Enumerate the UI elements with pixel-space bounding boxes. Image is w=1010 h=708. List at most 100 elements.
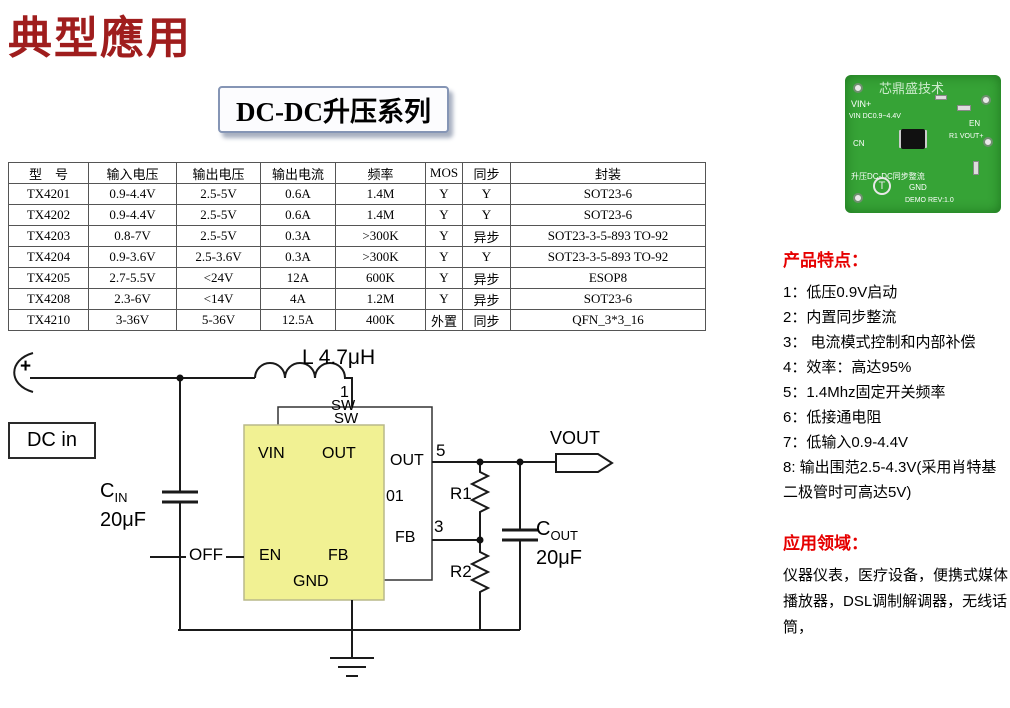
vin-pin-label: VIN bbox=[258, 445, 285, 462]
table-cell: 0.6A bbox=[260, 183, 336, 205]
table-cell: TX4204 bbox=[8, 246, 89, 268]
vout-connector-symbol bbox=[555, 453, 614, 473]
gnd-pin-label: GND bbox=[293, 573, 329, 590]
table-cell: 异步 bbox=[462, 267, 511, 289]
table-cell: 2.5-5V bbox=[176, 225, 261, 247]
pcb-demo-rev-text: DEMO REV:1.0 bbox=[905, 197, 954, 204]
cout-capacitor-symbol bbox=[502, 528, 538, 542]
fb-pin-label-inner: FB bbox=[328, 547, 349, 564]
pin5-number: 5 bbox=[436, 441, 446, 460]
sw-pin-label-outer: SW bbox=[331, 397, 356, 414]
table-cell: Y bbox=[425, 267, 463, 289]
table-cell: TX4202 bbox=[8, 204, 89, 226]
table-cell: TX4205 bbox=[8, 267, 89, 289]
table-cell: 600K bbox=[335, 267, 426, 289]
table-cell: Y bbox=[462, 204, 511, 226]
pcb-vin-range-text: VIN DC0.9~4.4V bbox=[849, 113, 901, 120]
table-cell: 5-36V bbox=[176, 309, 261, 331]
table-cell: 2.7-5.5V bbox=[88, 267, 177, 289]
pcb-ic-chip bbox=[901, 129, 925, 149]
junction-dot bbox=[476, 536, 484, 544]
table-cell: Y bbox=[425, 204, 463, 226]
table-cell: 0.6A bbox=[260, 204, 336, 226]
table-cell: 0.3A bbox=[260, 225, 336, 247]
feature-item: 4：效率：高达95% bbox=[783, 359, 912, 376]
page-title: 典型應用 bbox=[8, 14, 192, 63]
table-cell: ESOP8 bbox=[510, 267, 706, 289]
table-cell: Y bbox=[462, 246, 511, 268]
table-cell: QFN_3*3_16 bbox=[510, 309, 706, 331]
pcb-cn-text: CN bbox=[853, 139, 865, 148]
feature-item: 7：低输入0.9-4.4V bbox=[783, 434, 909, 451]
table-cell: 0.9-4.4V bbox=[88, 204, 177, 226]
table-cell: 2.3-6V bbox=[88, 288, 177, 310]
table-cell: <14V bbox=[176, 288, 261, 310]
table-cell: SOT23-6 bbox=[510, 288, 706, 310]
table-cell: 0.3A bbox=[260, 246, 336, 268]
chip-body-box bbox=[243, 424, 385, 601]
cout-value: 20μF bbox=[536, 547, 582, 569]
cout-label: COUT 20μF bbox=[536, 518, 582, 569]
junction-dot bbox=[516, 458, 524, 466]
table-cell: <24V bbox=[176, 267, 261, 289]
feature-item: 8: 输出围范2.5-4.3V(采用肖特基二极管时可高达5V) bbox=[783, 459, 997, 501]
column-header: 型 号 bbox=[8, 162, 89, 184]
table-cell: >300K bbox=[335, 225, 426, 247]
pcb-board-label-text: 升压DC-DC同步整流 bbox=[851, 172, 925, 181]
table-cell: 异步 bbox=[462, 288, 511, 310]
pcb-gnd-text: GND bbox=[909, 183, 927, 192]
cin-subscript: IN bbox=[114, 490, 128, 505]
applications-title: 应用领域： bbox=[783, 534, 868, 553]
cin-symbol: C bbox=[100, 480, 115, 502]
table-cell: 1.4M bbox=[335, 183, 426, 205]
column-header: 输出电压 bbox=[176, 162, 261, 184]
junction-dot bbox=[176, 374, 184, 382]
table-cell: 3-36V bbox=[88, 309, 177, 331]
ground-symbol bbox=[330, 657, 374, 677]
en-pin-label: EN bbox=[259, 547, 282, 564]
table-cell: 12A bbox=[260, 267, 336, 289]
feature-item: 3： 电流模式控制和内部补偿 bbox=[783, 334, 976, 351]
fb-pin-label: FB bbox=[395, 529, 416, 546]
pcb-r1-vout-text: R1 VOUT+ bbox=[949, 133, 984, 140]
cout-subscript: OUT bbox=[550, 528, 578, 543]
pin1-number: 1 bbox=[340, 384, 349, 401]
column-header: 同步 bbox=[462, 162, 511, 184]
input-connector-symbol bbox=[13, 352, 34, 393]
table-cell: SOT23-3-5-893 TO-92 bbox=[510, 246, 706, 268]
r2-label: R2 bbox=[450, 562, 472, 581]
table-cell: 2.5-3.6V bbox=[176, 246, 261, 268]
pcb-resistor bbox=[973, 161, 979, 175]
table-cell: Y bbox=[425, 288, 463, 310]
table-cell: 12.5A bbox=[260, 309, 336, 331]
table-cell: TX4203 bbox=[8, 225, 89, 247]
table-cell: SOT23-6 bbox=[510, 183, 706, 205]
pin3-number: 3 bbox=[434, 517, 444, 536]
cout-symbol: C bbox=[536, 518, 551, 540]
inductor-label: L 4.7μH bbox=[302, 346, 376, 369]
dc-in-label-box: DC in bbox=[8, 422, 96, 459]
out-pin-label: OUT bbox=[390, 452, 424, 469]
pcb-mounting-hole bbox=[983, 137, 993, 147]
column-header: 输入电压 bbox=[88, 162, 177, 184]
r1-label: R1 bbox=[450, 484, 472, 503]
pcb-mounting-hole bbox=[853, 83, 863, 93]
cin-value: 20μF bbox=[100, 509, 146, 531]
feature-item: 6：低接通电阻 bbox=[783, 409, 882, 426]
pcb-mounting-hole bbox=[853, 193, 863, 203]
table-cell: 外置 bbox=[425, 309, 463, 331]
table-cell: Y bbox=[425, 246, 463, 268]
column-header: 频率 bbox=[335, 162, 426, 184]
pcb-logo-mark: T bbox=[873, 177, 891, 195]
pcb-en-text: EN bbox=[969, 119, 981, 128]
table-cell: SOT23-3-5-893 TO-92 bbox=[510, 225, 706, 247]
